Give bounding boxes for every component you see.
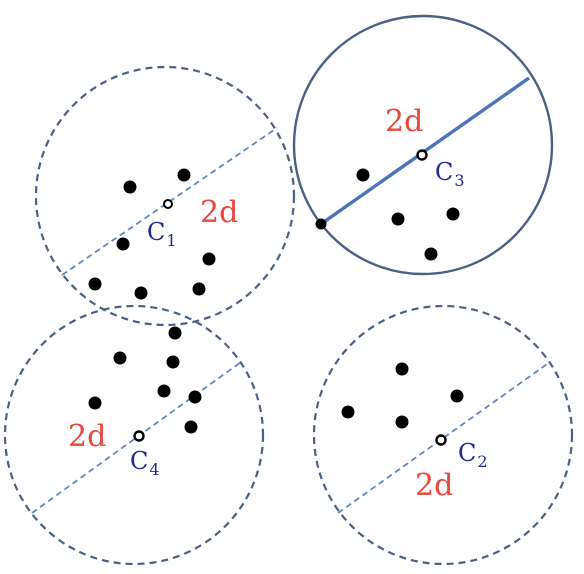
cluster-c3-point [391,212,405,226]
cluster-c1-boundary [34,65,296,327]
cluster-c4-boundary [3,304,265,566]
cluster-c3-point [315,218,327,230]
cluster-c1-center-letter: C [147,218,165,246]
cluster-c1-center [163,199,173,209]
cluster-c2-point [450,389,464,403]
cluster-c3-point [424,247,438,261]
cluster-c3-point [356,168,370,182]
cluster-c1-distance-label: 2d [200,195,238,230]
cluster-c2-boundary [312,304,574,566]
cluster-c1-center-label: C1 [147,218,177,250]
cluster-c1-point [134,286,148,300]
cluster-c2-center [435,434,447,446]
cluster-c4-point [88,396,102,410]
cluster-c4-center-letter: C [130,447,148,475]
cluster-c2-center-letter: C [458,439,476,467]
cluster-c3-point [446,207,460,221]
cluster-c2-point [395,362,409,376]
cluster-c1: 2d C1 [34,65,296,340]
cluster-c3-center [416,149,428,161]
cluster-c1-point [168,326,182,340]
cluster-c1-center-index: 1 [166,231,176,250]
cluster-c4: 2d C4 [3,304,265,566]
cluster-c3-boundary [292,14,554,276]
cluster-c3-center-letter: C [435,158,453,186]
cluster-c4-point [113,351,127,365]
cluster-c4-point [188,390,202,404]
cluster-c4-point [166,355,180,369]
cluster-c2-distance-label: 2d [415,468,453,503]
cluster-c4-center [133,430,145,442]
cluster-c2-point [395,415,409,429]
cluster-c1-point [177,168,191,182]
cluster-c3: 2d C3 [292,14,554,276]
cluster-c1-point [192,282,206,296]
cluster-c2-center-label: C2 [458,439,488,471]
cluster-c2-center-index: 2 [477,452,487,471]
cluster-c2: 2d C2 [312,304,574,566]
cluster-c1-point [202,252,216,266]
cluster-c4-diameter-line [31,361,242,514]
cluster-c3-center-label: C3 [435,158,465,190]
cluster-c4-center-index: 4 [149,460,159,479]
cluster-c1-point [123,180,137,194]
cluster-c4-point [157,384,171,398]
cluster-c4-point [184,420,198,434]
cluster-c1-point [88,277,102,291]
cluster-c4-distance-label: 2d [68,419,106,454]
cluster-c4-center-label: C4 [130,447,160,479]
cluster-c2-point [341,405,355,419]
cluster-c3-distance-label: 2d [385,104,423,139]
cluster-c3-center-index: 3 [454,171,464,190]
cluster-c1-point [116,237,130,251]
